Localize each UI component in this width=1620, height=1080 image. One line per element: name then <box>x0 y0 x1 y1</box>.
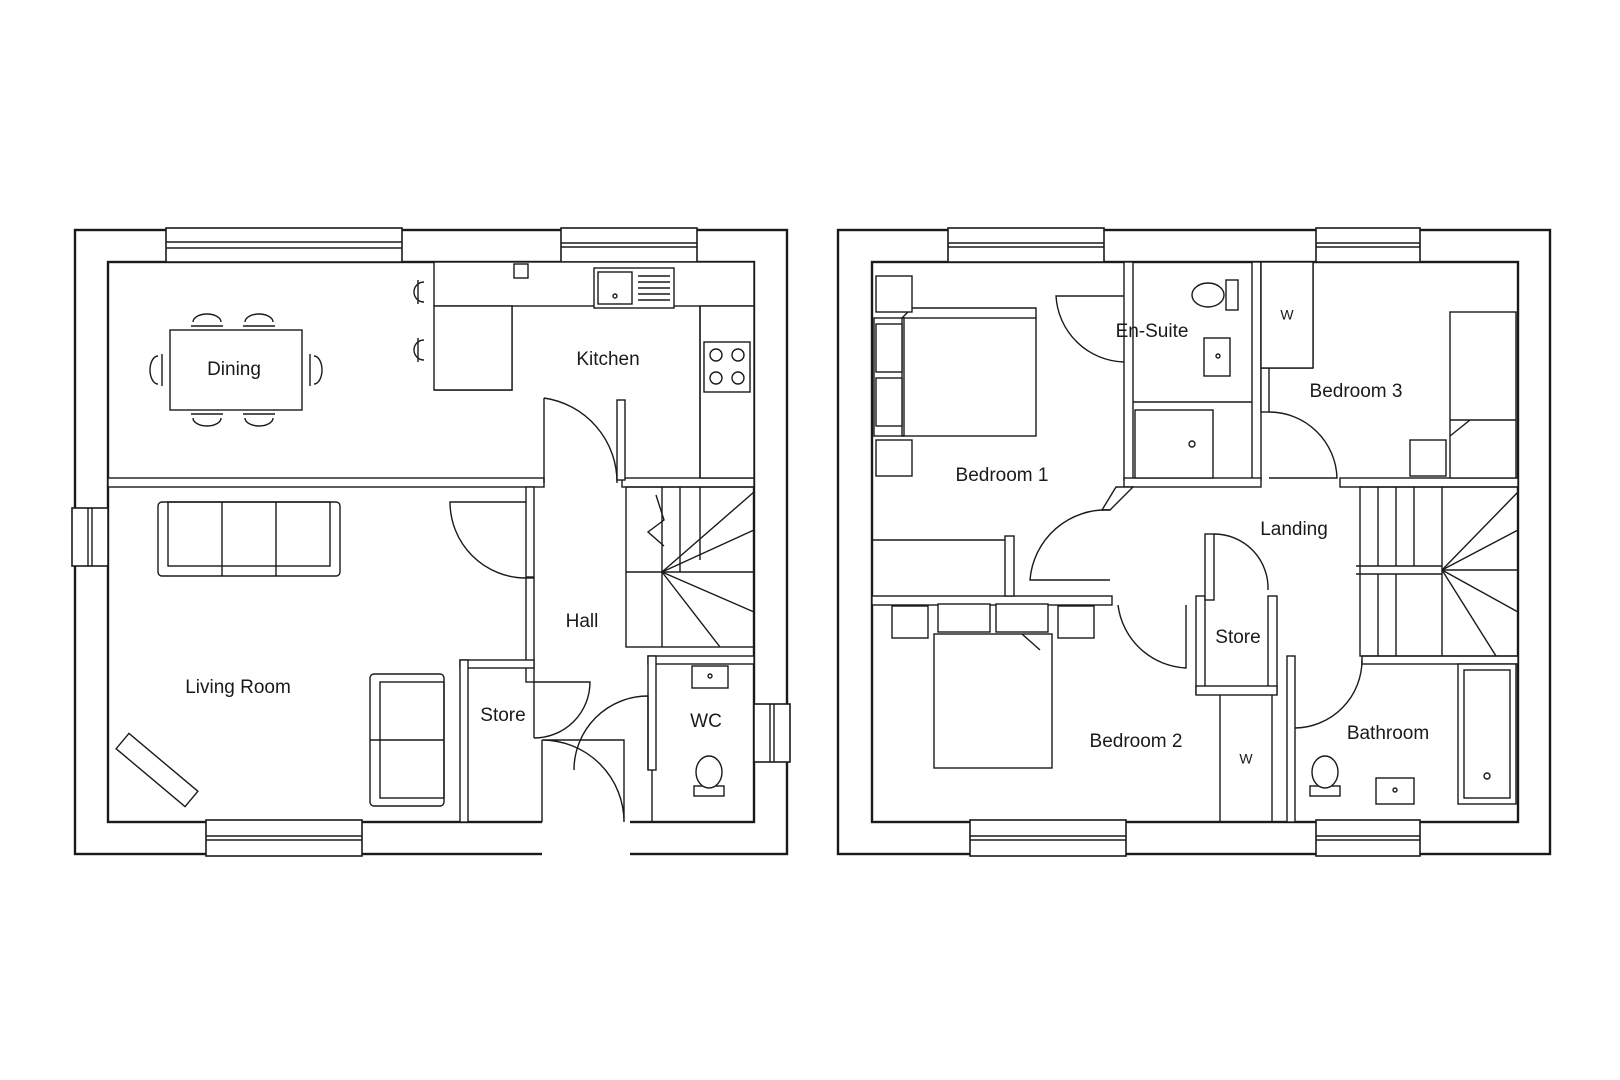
en-suite-door <box>1055 295 1125 363</box>
first-floor-outer-wall <box>836 228 1552 856</box>
bedroom-3-bed <box>1449 311 1517 479</box>
store-wall-left <box>459 659 469 823</box>
bathroom-bath <box>1457 663 1517 805</box>
room-label-hall: Hall <box>566 611 599 632</box>
kitchen-units <box>413 261 755 479</box>
bedroom-3-bedside-table <box>1409 439 1447 477</box>
wc-window <box>753 703 791 763</box>
landing-store-wall-top <box>1204 533 1215 601</box>
room-label-bathroom: Bathroom <box>1347 723 1429 744</box>
bedroom-1-bed <box>873 307 1037 437</box>
living-room-front-window <box>205 819 363 857</box>
wc-wall-left <box>647 655 657 771</box>
en-suite-wall-right <box>1251 261 1262 481</box>
store-door <box>533 681 591 739</box>
first-floor-staircase <box>1356 486 1519 657</box>
bathroom-window <box>1315 819 1421 857</box>
wardrobe-label-bedroom-2: W <box>1239 751 1253 767</box>
bedroom-1-bedside-table-2 <box>875 439 913 477</box>
bedroom-2-bedside-table <box>891 605 929 639</box>
room-label-bedroom-2: Bedroom 2 <box>1090 731 1183 752</box>
bedroom-2-window <box>969 819 1127 857</box>
bedroom-2-door <box>1117 604 1187 669</box>
en-suite-wall-left <box>1123 261 1134 481</box>
dining-table <box>149 313 323 427</box>
en-suite-toilet-icon <box>1191 279 1239 311</box>
bedroom-2-bedside-table-2 <box>1057 605 1095 639</box>
dining-patio-window <box>165 227 403 263</box>
store-wall-top <box>459 659 535 669</box>
room-label-dining: Dining <box>207 359 261 380</box>
bedroom-3-wardrobe <box>1260 261 1314 369</box>
room-label-kitchen: Kitchen <box>576 349 639 370</box>
bedroom-3-door <box>1268 411 1338 479</box>
bathroom-wall-top <box>1361 655 1519 665</box>
bedroom-1-window <box>947 227 1105 263</box>
kitchen-window <box>560 227 698 263</box>
hob-icon <box>703 341 751 393</box>
room-label-landing: Landing <box>1260 519 1328 540</box>
en-suite-shower <box>1134 409 1214 479</box>
front-door <box>541 739 625 823</box>
ground-partition-wall <box>107 477 545 488</box>
front-door-gap <box>542 820 630 860</box>
ground-floor-plan: Dining Kitchen Living Room Hall Store WC <box>71 227 791 860</box>
room-label-bedroom-3: Bedroom 3 <box>1310 381 1403 402</box>
landing-store-wall-bottom <box>1195 685 1278 696</box>
bathroom-basin <box>1375 777 1415 805</box>
bedroom-1-door <box>1029 509 1111 581</box>
landing-store-door <box>1213 533 1269 591</box>
bedroom-2-bed <box>933 603 1053 769</box>
hall-wall-left <box>525 486 535 578</box>
dining-kitchen-door <box>543 397 618 484</box>
wc-toilet-icon <box>693 755 725 797</box>
living-room-sofa <box>157 501 341 577</box>
living-room-side-window <box>71 507 109 567</box>
living-room-armchair <box>369 673 445 807</box>
room-label-store-first: Store <box>1215 627 1260 648</box>
bathroom-wall-left <box>1286 655 1296 823</box>
living-room-door <box>449 501 527 579</box>
bedroom-3-window <box>1315 227 1421 263</box>
bedroom-1-wardrobe-wall <box>1004 535 1015 597</box>
room-label-living-room: Living Room <box>185 677 291 698</box>
bedroom-3-wall-bottom <box>1339 477 1519 488</box>
bedroom-1-angled-wall <box>1100 486 1135 511</box>
bathroom-door <box>1294 659 1363 729</box>
room-label-bedroom-1: Bedroom 1 <box>956 465 1049 486</box>
landing-store-wall-right <box>1267 595 1278 695</box>
hall-wall-left-lower <box>525 577 535 683</box>
bathroom-toilet-icon <box>1309 755 1341 797</box>
bedroom-1-2-partition <box>871 595 1113 606</box>
room-label-en-suite: En-Suite <box>1116 321 1189 342</box>
kitchen-hall-wall <box>616 399 626 481</box>
ground-staircase <box>625 486 755 648</box>
ground-partition-wall-right <box>621 477 755 488</box>
bedroom-1-bedside-table <box>875 275 913 313</box>
wardrobe-label-bedroom-3: W <box>1280 307 1294 323</box>
wc-basin <box>691 665 729 689</box>
landing-store-wall-left <box>1195 595 1206 695</box>
room-label-store-ground: Store <box>480 705 525 726</box>
first-floor-plan: En-Suite Bedroom 1 Bedroom 3 Landing Sto… <box>836 227 1552 857</box>
wc-wall-top <box>647 655 755 665</box>
wc-door <box>573 695 649 771</box>
en-suite-wall-bottom <box>1123 477 1262 488</box>
living-room-sideboard <box>115 732 199 808</box>
room-label-wc: WC <box>690 711 722 732</box>
